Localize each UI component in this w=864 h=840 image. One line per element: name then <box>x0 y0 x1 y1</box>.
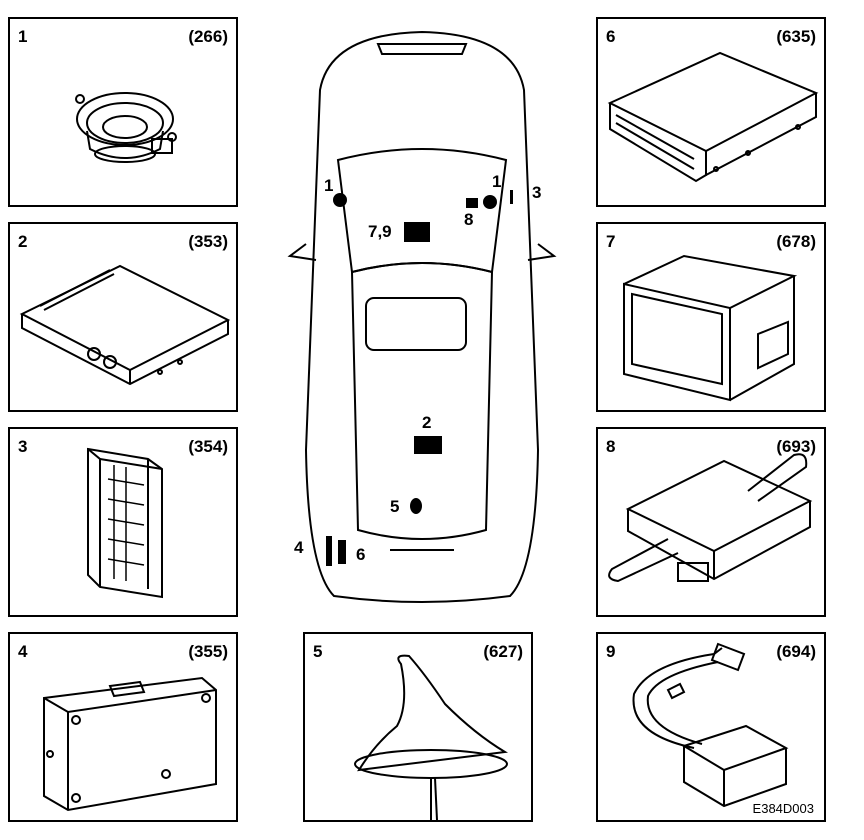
display-unit-icon <box>623 254 798 402</box>
panel-7: 7 (678) <box>596 222 826 412</box>
panel-number: 7 <box>606 232 616 251</box>
part-code: (635) <box>776 27 816 46</box>
part-code: (266) <box>188 27 228 46</box>
car-markers <box>326 190 513 566</box>
bracket-module-icon <box>608 453 813 583</box>
panel-number: 8 <box>606 437 616 456</box>
panel-4: 4 (355) <box>8 632 238 822</box>
part-code: (627) <box>483 642 523 661</box>
panel-1: 1 (266) <box>8 17 238 207</box>
part-code: (693) <box>776 437 816 456</box>
panel-8: 8 (693) <box>596 427 826 617</box>
panel-5: 5 (627) <box>303 632 533 822</box>
car-label-2: 2 <box>422 413 432 432</box>
panel-9: 9 (694) E384D003 <box>596 632 826 822</box>
wired-module-icon <box>632 642 789 808</box>
car-top-view <box>287 30 557 603</box>
control-box-icon <box>43 676 217 812</box>
panel-number: 1 <box>18 27 28 46</box>
car-label-1-right: 1 <box>492 172 502 191</box>
part-code: (354) <box>188 437 228 456</box>
panel-3: 3 (354) <box>8 427 238 617</box>
car-label-5: 5 <box>390 497 400 516</box>
panel-number: 3 <box>18 437 28 456</box>
panel-number: 5 <box>313 642 323 661</box>
module-upright-icon <box>87 447 163 599</box>
car-label-3: 3 <box>532 183 542 202</box>
car-label-8: 8 <box>464 210 474 229</box>
panel-2: 2 (353) <box>8 222 238 412</box>
amplifier-box-icon <box>19 264 231 386</box>
speaker-icon <box>75 92 177 163</box>
shark-fin-antenna-icon <box>354 654 509 820</box>
part-code: (355) <box>188 642 228 661</box>
panel-number: 2 <box>18 232 28 251</box>
part-code: (694) <box>776 642 816 661</box>
panel-number: 9 <box>606 642 616 661</box>
part-code: (678) <box>776 232 816 251</box>
cd-changer-icon <box>607 51 819 183</box>
panel-number: 4 <box>18 642 28 661</box>
figure-reference: E384D003 <box>752 801 814 816</box>
car-label-1-left: 1 <box>324 176 334 195</box>
car-label-4: 4 <box>294 538 304 557</box>
panel-number: 6 <box>606 27 616 46</box>
car-label-7-9: 7,9 <box>368 222 392 241</box>
part-code: (353) <box>188 232 228 251</box>
panel-6: 6 (635) <box>596 17 826 207</box>
car-label-6: 6 <box>356 545 366 564</box>
